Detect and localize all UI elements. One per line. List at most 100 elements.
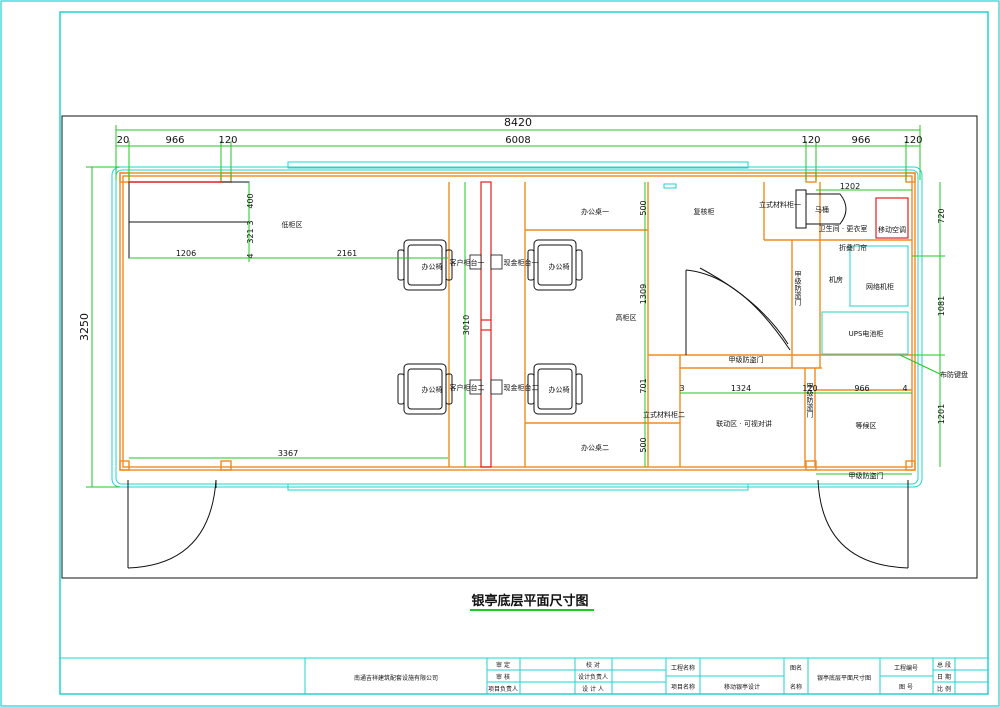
dim-right-1202: 1202 (840, 182, 860, 191)
dim-overall-height: 3250 (78, 313, 91, 341)
dim-right-720: 720 (937, 208, 946, 223)
dim-shelf-400: 400 (246, 193, 255, 208)
dim-row-2161: 2161 (337, 249, 357, 258)
tb-col1-1: 审 核 (496, 673, 510, 681)
label-chair-2: 办公椅 (422, 385, 443, 394)
dimension-labels: 8420 20 966 120 6008 120 966 120 3250 40… (78, 116, 946, 458)
counter-boxes (469, 254, 503, 395)
tb-proj-label: 工程名称 (671, 664, 695, 672)
dim-top-6: 966 (851, 135, 870, 146)
dim-top-5: 120 (801, 135, 820, 146)
network-cabinet-box (849, 245, 909, 307)
label-client-counter-1: 客户柜台一 (450, 258, 485, 267)
tb-company: 南通吉祥建筑配套设施有限公司 (354, 674, 438, 682)
label-mobile-ac: 移动空调 (878, 225, 906, 234)
room-labels: 低柜区 高柜区 办公桌一 办公桌二 复核柜 立式材料柜一 立式材料柜二 马桶 卫… (282, 200, 969, 480)
door-swings (127, 267, 909, 569)
dim-mid-1324: 1324 (731, 384, 751, 393)
dim-shelf-321: 321 (246, 228, 255, 243)
vertical-labels: 甲级防盗门 甲级防盗门 (794, 271, 814, 419)
office-chairs (397, 239, 583, 415)
dim-shelf-3: 3 (246, 220, 255, 225)
label-material-cabinet-one: 立式材料柜一 (759, 200, 801, 209)
low-cabinet-block (128, 181, 250, 259)
mobile-ac-unit (875, 197, 909, 239)
label-chair-1: 办公椅 (422, 262, 443, 271)
small-fixture (663, 183, 677, 189)
tb-col2-2: 设 计 人 (582, 685, 604, 693)
tb-diagram-no: 图 号 (899, 684, 913, 691)
dim-overall-width: 8420 (504, 116, 532, 129)
label-chair-3: 办公椅 (549, 262, 570, 271)
chair-3 (527, 239, 583, 291)
tb-right-1: 日 期 (937, 673, 951, 681)
label-client-counter-2: 客户柜台二 (450, 383, 485, 392)
tb-item-value: 移动银亭设计 (724, 683, 760, 691)
tb-col2-1: 设计负责人 (578, 673, 608, 681)
chair-1 (397, 239, 453, 291)
dim-desk-1309: 1309 (639, 284, 648, 304)
label-machine-room: 机房 (829, 275, 843, 284)
tb-right-2: 比 例 (937, 685, 951, 693)
dim-mid-966: 966 (854, 384, 869, 393)
label-desk-one: 办公桌一 (581, 207, 609, 216)
tb-fig-label: 图名 (790, 664, 802, 672)
label-fire-door-a: 甲级防盗门 (729, 355, 764, 364)
dim-top-7: 120 (903, 135, 922, 146)
dim-desk-701: 701 (639, 378, 648, 393)
drawing-title: 银亭底层平面尺寸图 (471, 593, 588, 609)
viewport-frame (61, 115, 978, 579)
dim-shelf-4: 4 (246, 253, 255, 258)
tb-col1-2: 项目负责人 (488, 685, 518, 693)
label-cash-counter-2: 现金柜台二 (504, 383, 539, 392)
dim-mid-120: 120 (802, 384, 817, 393)
dimension-lines (86, 125, 945, 488)
label-fire-door-d: 甲级防盗门 (849, 471, 884, 480)
label-fire-door-c: 甲级防盗门 (806, 383, 814, 419)
counter-divider (480, 181, 492, 468)
dim-top-3: 120 (218, 135, 237, 146)
title-block (59, 657, 989, 695)
label-high-cabinet: 高柜区 (616, 313, 637, 322)
dim-row-1206: 1206 (176, 249, 196, 258)
tb-fig-label2: 名称 (790, 683, 802, 691)
tb-right-0: 总 段 (937, 661, 951, 669)
ups-cabinet-box (821, 311, 909, 355)
dim-top-4: 6008 (505, 135, 530, 146)
tb-proj-no: 工程编号 (894, 664, 918, 672)
label-desk-two: 办公桌二 (581, 443, 609, 452)
walls (119, 172, 916, 471)
label-folding-curtain: 折叠门帘 (839, 243, 867, 252)
tb-item-label: 项目名称 (671, 683, 695, 691)
building-shell (111, 161, 923, 491)
label-fire-keypad: 布防键盘 (940, 370, 968, 379)
tb-fig-value: 银亭底层平面尺寸图 (817, 674, 871, 682)
toilet (795, 189, 847, 229)
dim-counter-3010: 3010 (462, 315, 471, 335)
dim-mid-4: 4 (902, 384, 907, 393)
dim-top-2: 966 (165, 135, 184, 146)
label-material-cabinet-two: 立式材料柜二 (643, 410, 685, 419)
dim-bottom-3367: 3367 (278, 449, 298, 458)
tb-col2-0: 校 对 (586, 661, 600, 669)
dim-desk-500-bottom: 500 (639, 437, 648, 452)
chair-2 (397, 363, 453, 415)
label-linkage-area: 联动区 · 可视对讲 (716, 419, 772, 428)
label-low-cabinet: 低柜区 (282, 220, 303, 229)
label-network-cabinet: 网络机柜 (866, 282, 894, 291)
label-chair-4: 办公椅 (549, 385, 570, 394)
label-ups-cabinet: UPS电池柜 (849, 329, 884, 338)
tb-col1-0: 审 定 (496, 661, 510, 669)
label-review-cabinet: 复核柜 (694, 207, 715, 216)
dim-right-1201: 1201 (937, 404, 946, 424)
label-wc-changing: 卫生间 · 更衣室 (819, 224, 868, 233)
label-cash-counter-1: 现金柜台一 (504, 258, 539, 267)
dim-mid-3: 3 (679, 384, 684, 393)
dim-top-1: 20 (117, 135, 130, 146)
label-fire-door-b: 甲级防盗门 (794, 271, 802, 307)
label-waiting-area: 等候区 (856, 421, 877, 430)
title-block-text: 南通吉祥建筑配套设施有限公司 审 定 审 核 项目负责人 校 对 设计负责人 设… (354, 661, 951, 693)
sheet-inner-frame (59, 11, 989, 695)
